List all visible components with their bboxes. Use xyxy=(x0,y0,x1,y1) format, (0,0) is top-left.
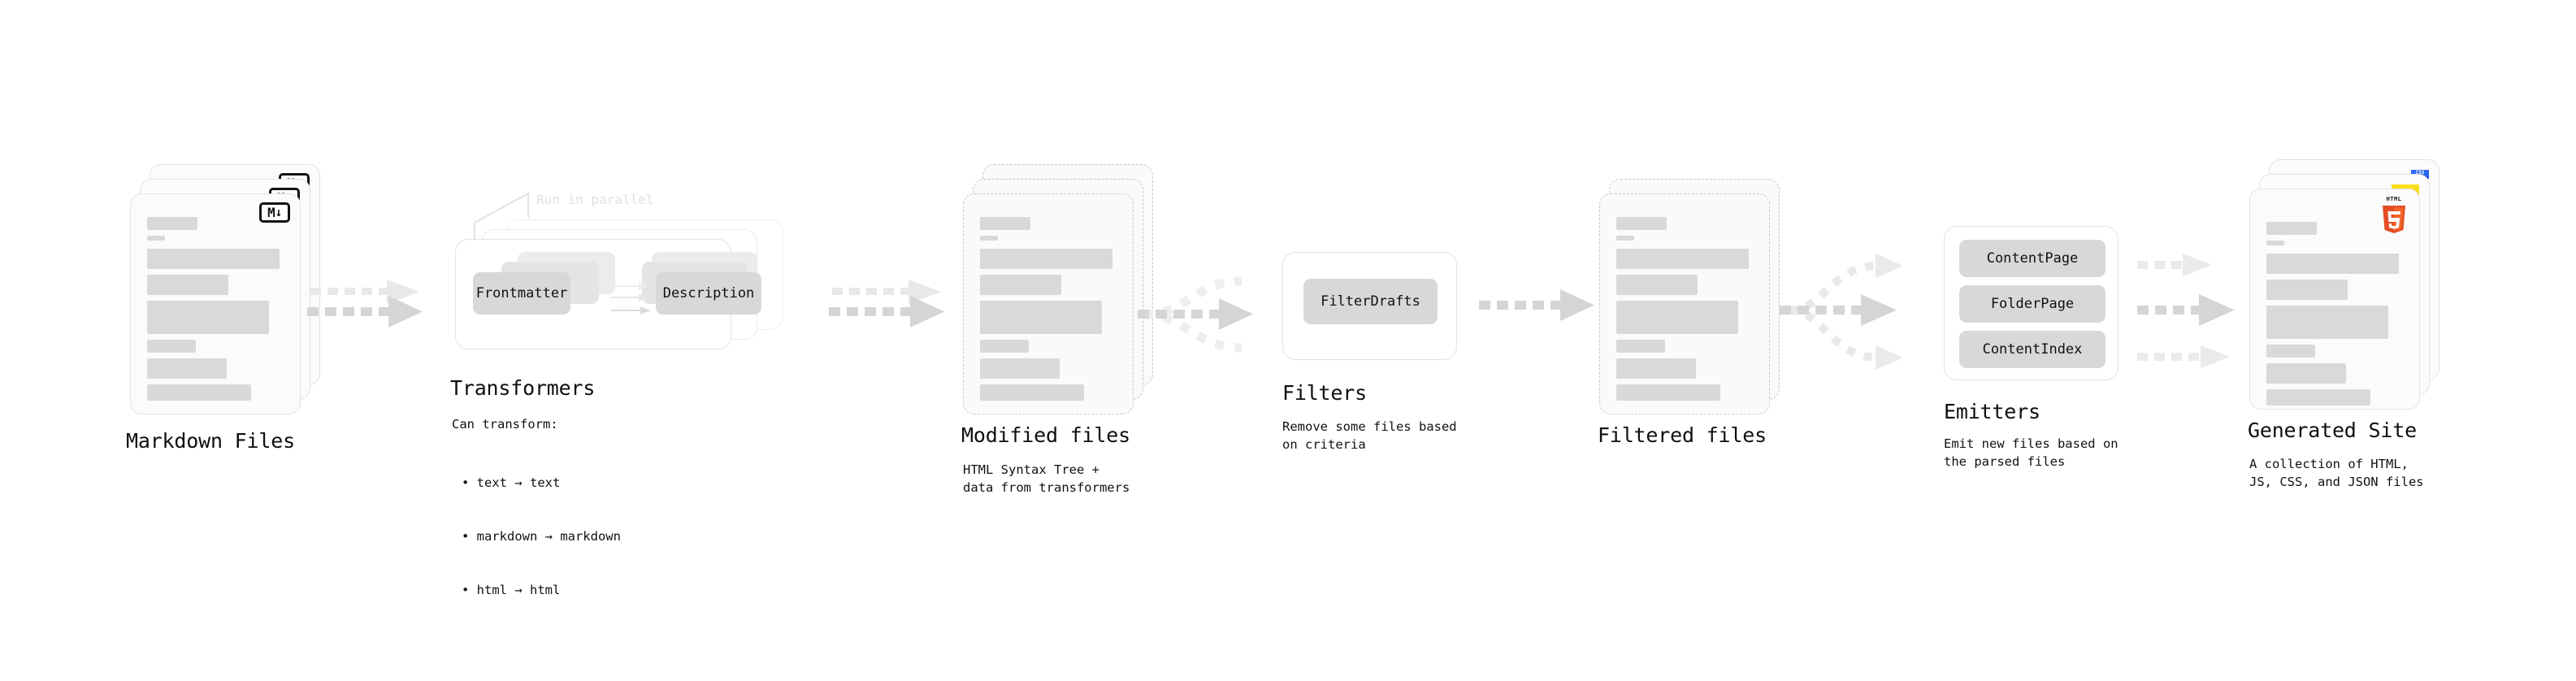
folderpage-chip-label: FolderPage xyxy=(1990,296,2075,312)
site-card-html: HTML xyxy=(2249,189,2420,410)
transformers-bullets: • text → text • markdown → markdown • ht… xyxy=(462,438,621,635)
transformer-inner-arrows xyxy=(611,282,651,314)
filtered-card-front xyxy=(1599,193,1770,414)
generated-site-subtitle: A collection of HTML, JS, CSS, and JSON … xyxy=(2249,457,2424,489)
markdown-badge-front: M↓ xyxy=(259,202,290,223)
run-in-parallel-bracket xyxy=(474,192,529,239)
transformer-chip-description[interactable]: Description xyxy=(656,272,761,314)
emitter-chip-contentpage[interactable]: ContentPage xyxy=(1959,240,2105,277)
md-badge-arrow: ↓ xyxy=(275,205,282,219)
filtered-files-title: Filtered files xyxy=(1598,423,1767,447)
transformers-bullet-1: • markdown → markdown xyxy=(462,529,621,544)
arrow-modified-to-filters xyxy=(1138,276,1253,353)
emitters-subtitle: Emit new files based on the parsed files xyxy=(1944,436,2118,469)
transformers-title: Transformers xyxy=(450,376,596,400)
markdown-card-front: M↓ xyxy=(130,193,301,414)
html5-badge-wrap: HTML xyxy=(2380,196,2408,233)
arrow-emitters-to-site xyxy=(2137,254,2235,368)
md-badge-letter: M xyxy=(267,204,275,220)
transformers-bullet-2: • html → html xyxy=(462,583,561,597)
html5-icon: HTML xyxy=(2380,196,2408,233)
transformer-chip-frontmatter[interactable]: Frontmatter xyxy=(473,272,570,314)
transformers-subtitle: Can transform: xyxy=(452,417,558,432)
modified-files-title: Modified files xyxy=(961,423,1130,447)
contentindex-chip-label: ContentIndex xyxy=(1982,341,2083,358)
run-in-parallel-label: Run in parallel xyxy=(536,192,654,207)
modified-files-subtitle: HTML Syntax Tree + data from transformer… xyxy=(963,462,1130,495)
arrow-markdown-to-transformers xyxy=(307,280,423,327)
filter-chip-filterdrafts[interactable]: FilterDrafts xyxy=(1303,279,1438,324)
filterdrafts-chip-label: FilterDrafts xyxy=(1321,293,1420,310)
site-card-skeleton xyxy=(2266,222,2405,411)
frontmatter-chip-label: Frontmatter xyxy=(475,285,568,301)
html5-badge-caption: HTML xyxy=(2386,196,2402,202)
filtered-card-skeleton xyxy=(1616,217,1754,406)
generated-site-title: Generated Site xyxy=(2248,419,2417,442)
filters-title: Filters xyxy=(1282,381,1367,405)
transformers-bullet-0: • text → text xyxy=(462,475,561,490)
arrow-filters-to-filtered xyxy=(1479,289,1594,321)
arrow-filtered-to-emitters xyxy=(1780,254,1903,370)
emitters-title: Emitters xyxy=(1944,400,2040,423)
modified-card-skeleton xyxy=(980,217,1118,406)
emitter-chip-contentindex[interactable]: ContentIndex xyxy=(1959,331,2105,368)
filters-subtitle: Remove some files based on criteria xyxy=(1282,419,1457,452)
filters-group: FilterDrafts xyxy=(1282,252,1457,360)
markdown-card-skeleton xyxy=(147,217,285,406)
description-chip-label: Description xyxy=(662,285,755,301)
contentpage-chip-label: ContentPage xyxy=(1986,250,2079,267)
arrow-transformers-to-modified xyxy=(829,280,944,327)
emitter-chip-folderpage[interactable]: FolderPage xyxy=(1959,285,2105,323)
markdown-files-title: Markdown Files xyxy=(126,429,295,453)
modified-card-front xyxy=(963,193,1134,414)
css-badge-label: CSS xyxy=(2415,170,2425,176)
emitters-group: ContentPage FolderPage ContentIndex xyxy=(1944,226,2118,380)
